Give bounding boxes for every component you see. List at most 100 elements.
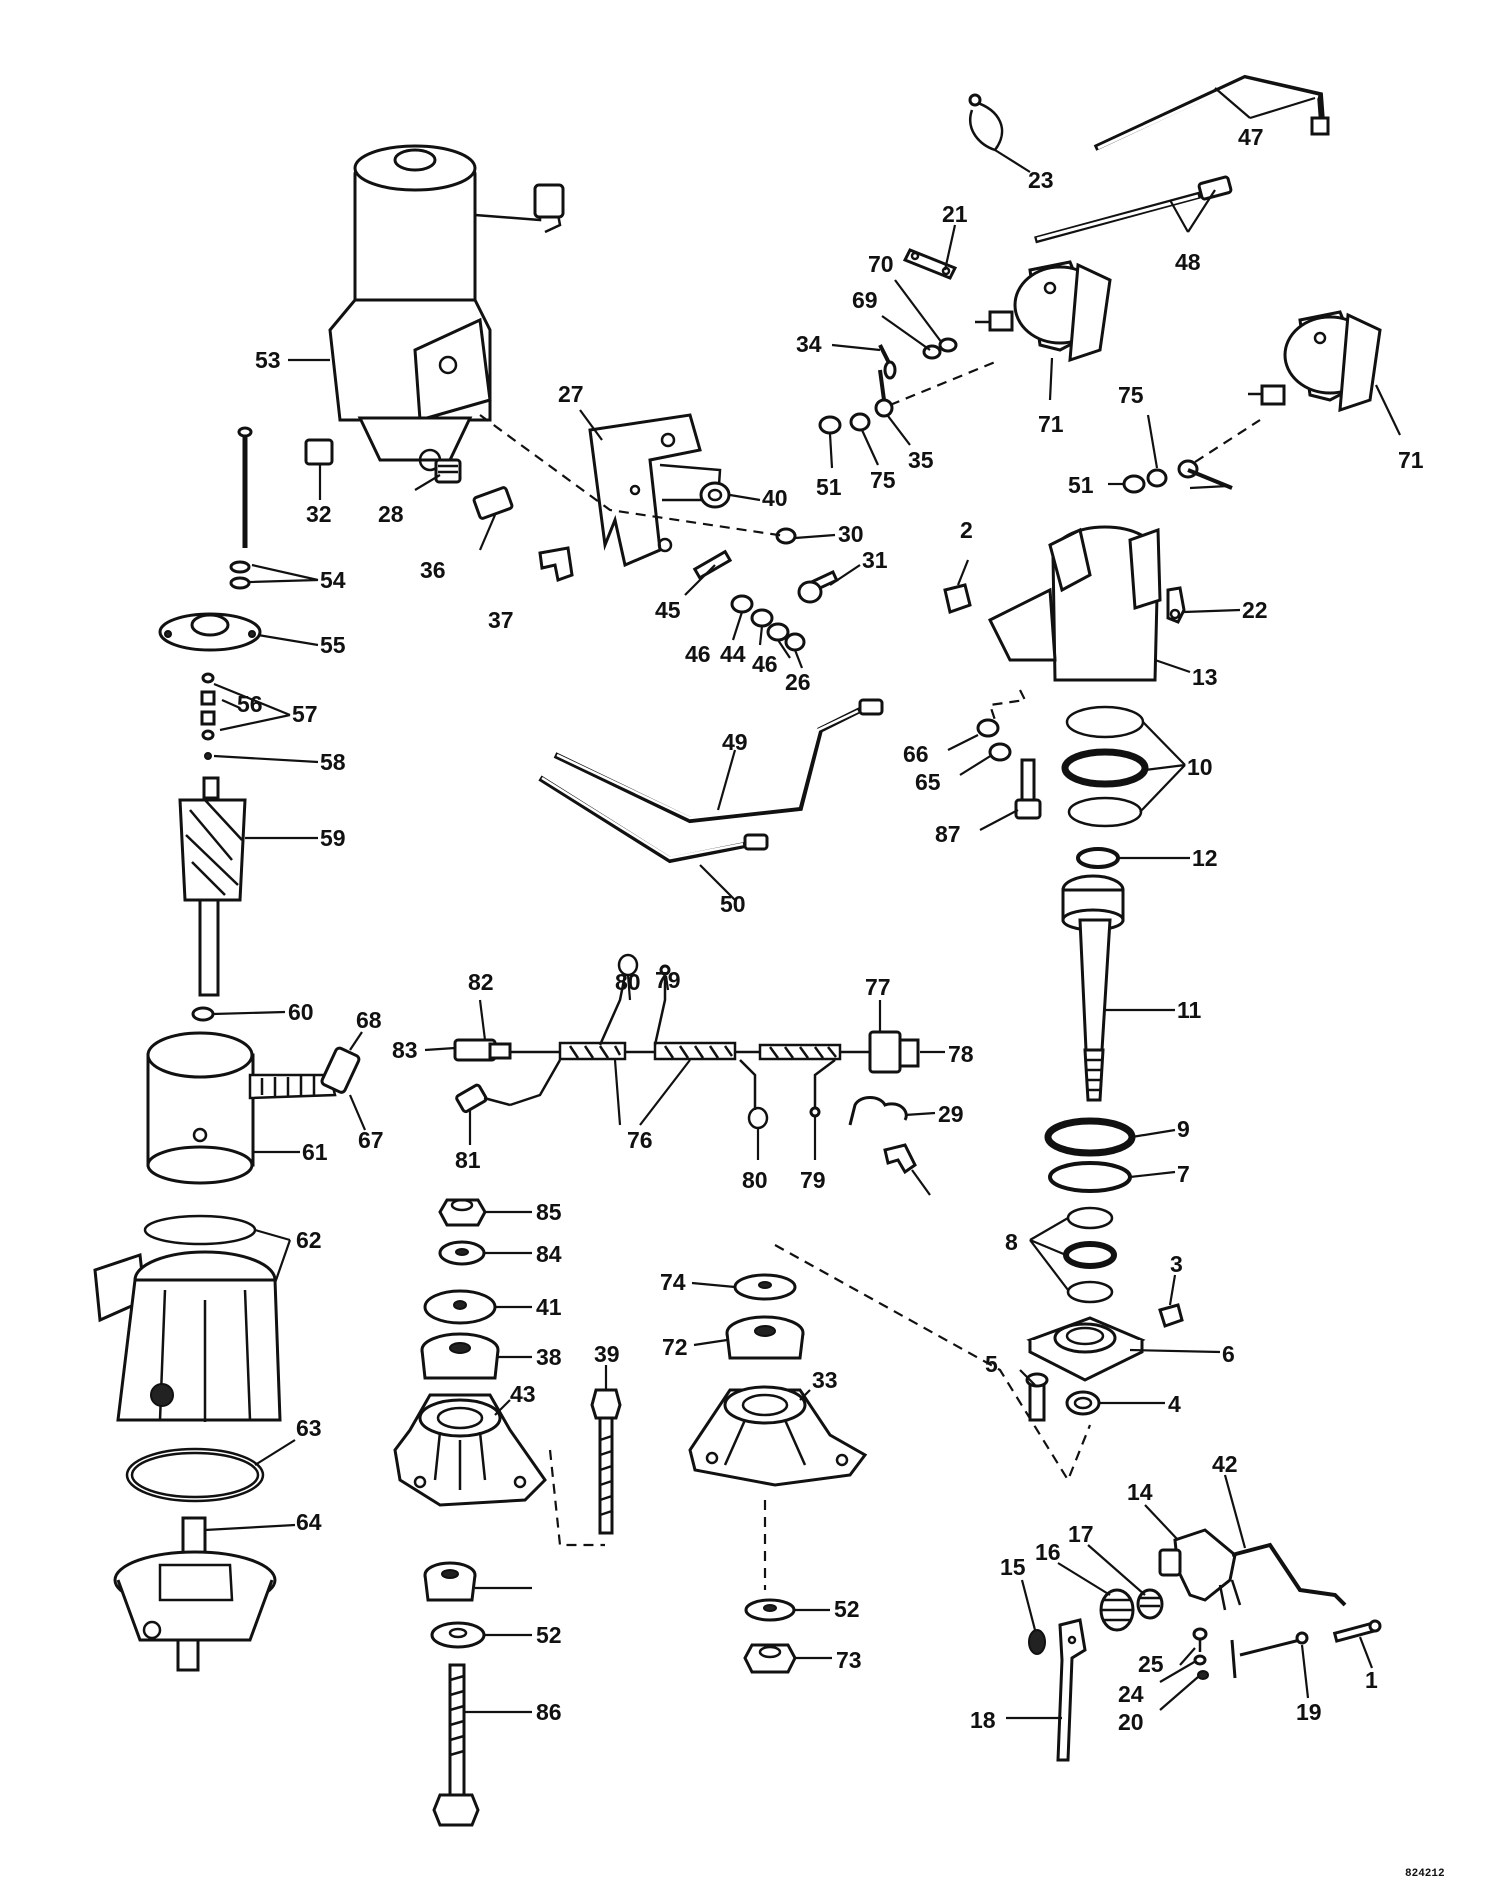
callout-63: 63 [296,1415,322,1441]
clamp-23 [968,93,1004,152]
callout-52: 52 [536,1622,562,1648]
fitting-36 [472,486,514,520]
callout-45: 45 [655,597,681,623]
callout-79: 79 [800,1167,826,1193]
pump-housing [93,1250,282,1422]
terminal-35 [874,369,894,418]
callout-65: 65 [915,769,941,795]
bolt-39 [590,1388,622,1535]
callout-20: 20 [1118,1709,1144,1735]
armature [178,776,247,997]
callout-43: 43 [510,1381,536,1407]
washer-75-lower [1146,468,1168,488]
assembly-line-motor [479,414,786,538]
bolt-31 [797,570,839,604]
washer-4 [1065,1390,1101,1416]
callout-28: 28 [378,501,404,527]
nut-51-upper [818,415,842,435]
callout-46: 46 [685,641,711,667]
lever-42 [1231,1542,1347,1607]
spring-clip-29 [848,1096,908,1126]
callout-9: 9 [1177,1116,1190,1142]
assembly-line-mount-43 [548,1449,605,1547]
callout-64: 64 [296,1509,322,1535]
link-21 [902,248,958,280]
rod-19 [1230,1631,1309,1679]
callout-86: 86 [536,1699,562,1725]
callout-17: 17 [1068,1521,1094,1547]
lever-18 [1056,1618,1087,1762]
nut-73 [743,1643,797,1674]
callout-58: 58 [320,749,346,775]
callout-22: 22 [1242,597,1268,623]
callout-48: 48 [1175,249,1201,275]
washers-44-46-26 [730,594,806,652]
callout-25: 25 [1138,1651,1164,1677]
cylinder-cover [987,525,1162,682]
callout-71: 71 [1398,447,1424,473]
seal-rings-10 [1061,705,1149,828]
callout-39: 39 [594,1341,620,1367]
callout-72: 72 [662,1334,688,1360]
callout-2: 2 [960,517,973,543]
callout-41: 41 [536,1294,562,1320]
callout-51: 51 [816,474,842,500]
tie-rod [229,426,253,590]
nut-85 [438,1198,487,1227]
bolt-45 [692,549,733,580]
callout-50: 50 [720,891,746,917]
callout-27: 27 [558,381,584,407]
callout-74: 74 [660,1269,686,1295]
callout-13: 13 [1192,664,1218,690]
spring-15 [1028,1629,1046,1655]
callout-38: 38 [536,1344,562,1370]
callout-32: 32 [306,501,332,527]
nut-51-lower [1122,474,1146,494]
callout-60: 60 [288,999,314,1025]
callout-6: 6 [1222,1341,1235,1367]
clip-22 [1166,586,1186,624]
callout-70: 70 [868,251,894,277]
washer-66 [976,718,1000,738]
starter-motor [328,144,565,472]
grommet-72 [725,1315,805,1360]
nut-20 [1197,1670,1209,1680]
callout-67: 67 [358,1127,384,1153]
callout-49: 49 [722,729,748,755]
callout-62: 62 [296,1227,322,1253]
callout-59: 59 [320,825,346,851]
callout-44: 44 [720,641,746,667]
callout-24: 24 [1118,1681,1144,1707]
callout-40: 40 [762,485,788,511]
callout-12: 12 [1192,845,1218,871]
callout-56: 56 [237,691,263,717]
assembly-line-cover [988,689,1027,721]
assembly-line-solenoid-2 [1194,419,1261,463]
callout-8: 8 [1005,1229,1018,1255]
callout-47: 47 [1238,124,1264,150]
tube-50 [538,775,769,864]
ring-9 [1044,1117,1136,1157]
callout-66: 66 [903,741,929,767]
callout-19: 19 [1296,1699,1322,1725]
callout-54: 54 [320,567,346,593]
bolt-87 [1014,758,1042,820]
reference-code: 824212 [1405,1868,1445,1880]
callout-82: 82 [468,969,494,995]
callout-37: 37 [488,607,514,633]
callout-87: 87 [935,821,961,847]
callout-30: 30 [838,521,864,547]
ring-7 [1048,1161,1132,1193]
brush-plate [158,612,262,652]
grommet-38-upper [420,1332,500,1380]
fitting-28 [434,458,462,484]
ring-12 [1076,847,1120,869]
washer-52-left [430,1621,486,1649]
callout-10: 10 [1187,754,1213,780]
switch-14 [1158,1528,1242,1611]
callout-83: 83 [392,1037,418,1063]
callout-75: 75 [870,467,896,493]
callout-42: 42 [1212,1451,1238,1477]
callout-4: 4 [1168,1391,1181,1417]
